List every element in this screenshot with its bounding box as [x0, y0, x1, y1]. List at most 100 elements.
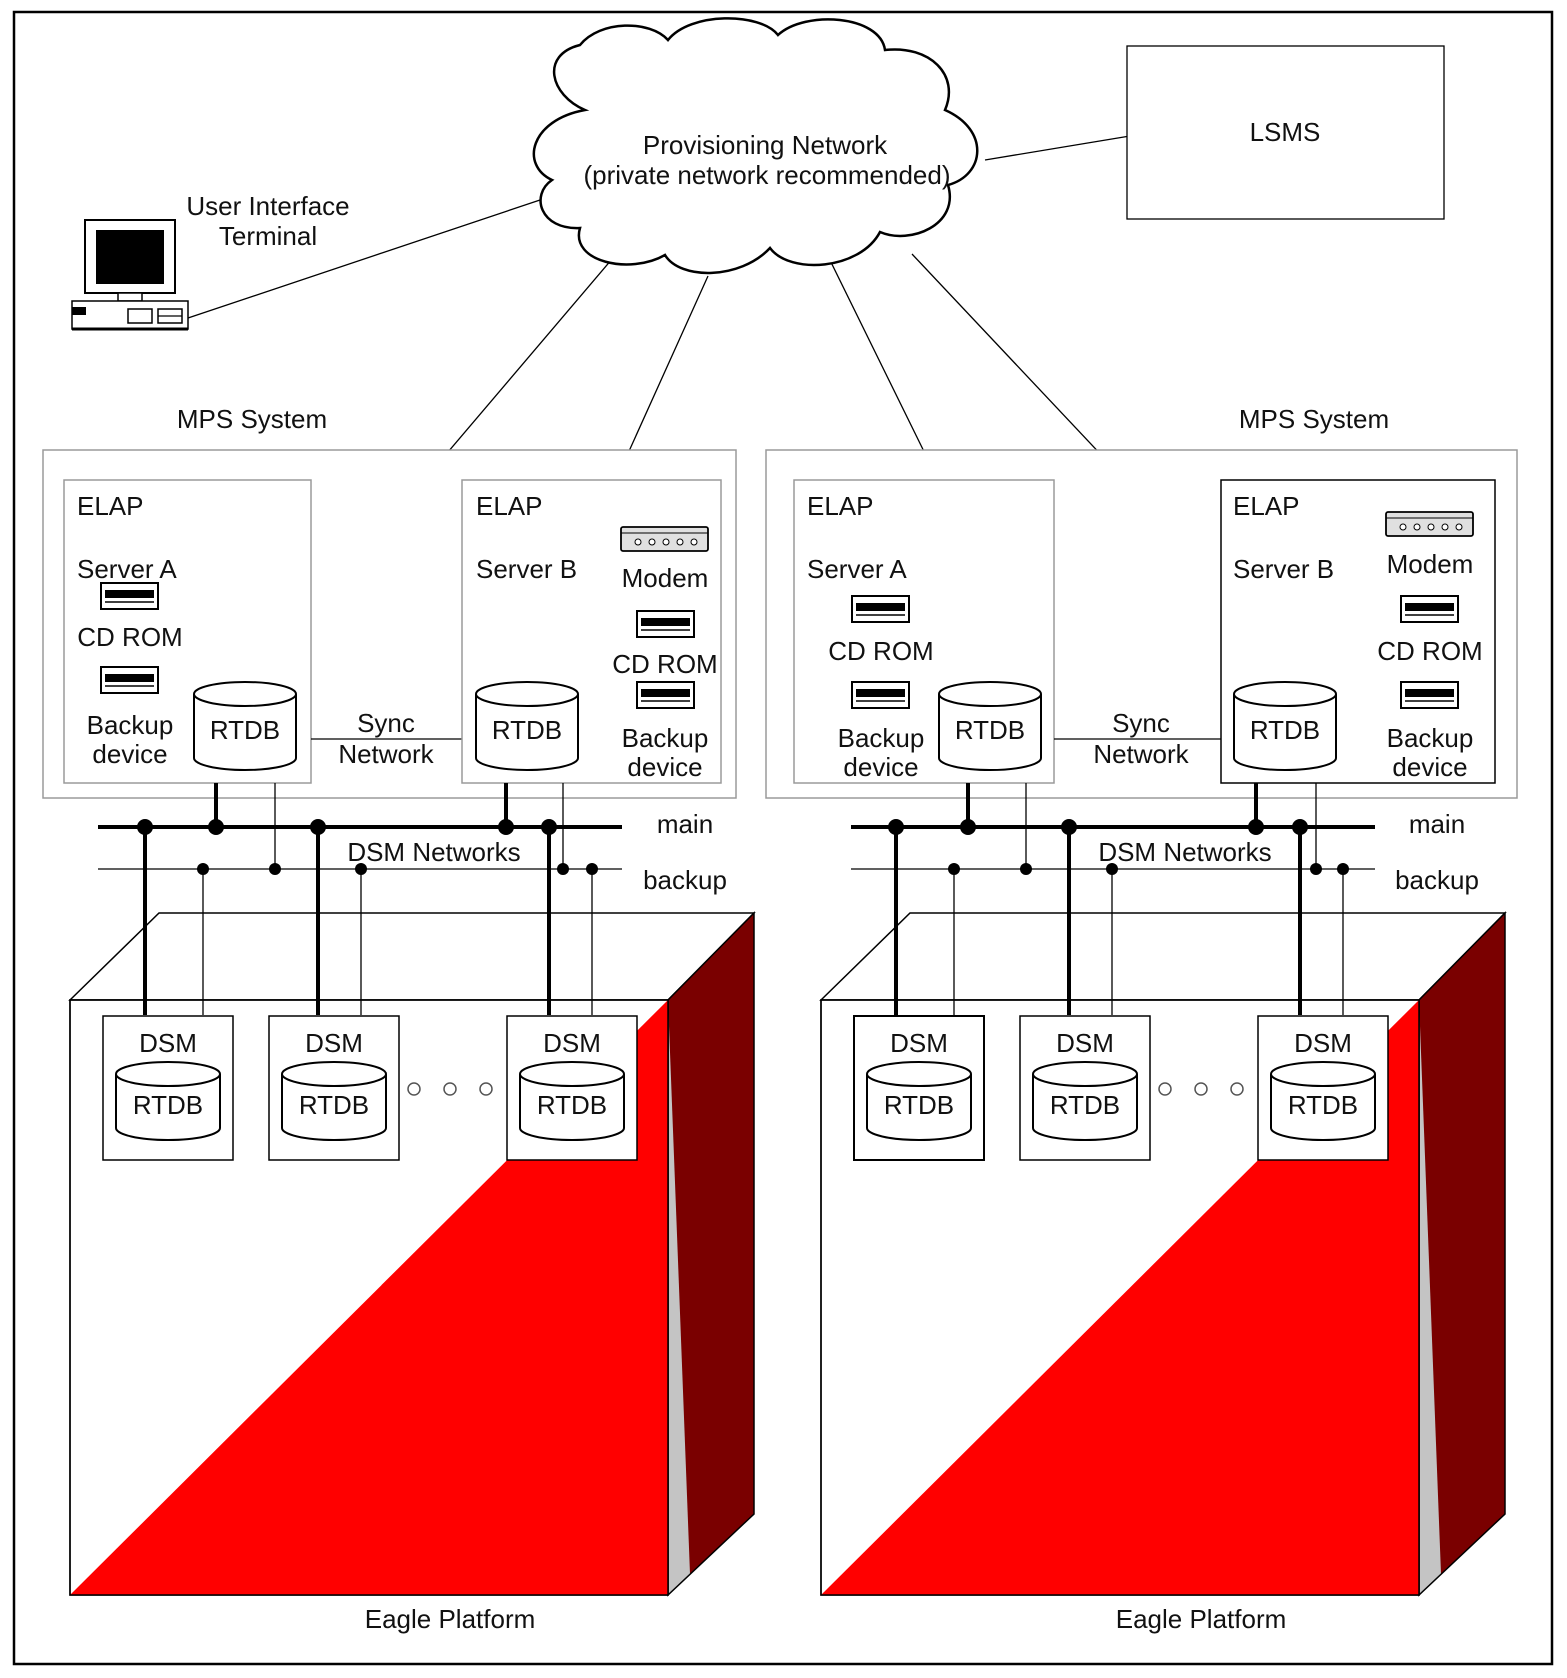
dsm-card-rtdb: RTDB — [299, 1090, 369, 1120]
server-b-cdrom-label: CD ROM — [612, 649, 717, 679]
junction-dot — [197, 863, 209, 875]
junction-dot — [1248, 819, 1264, 835]
terminal-label-line2: Terminal — [219, 221, 317, 251]
server-b-backup-line1: Backup — [1387, 723, 1474, 753]
server-b-modem-icon — [620, 526, 709, 552]
dsm-card: DSM RTDB — [506, 1015, 638, 1161]
junction-dot — [498, 819, 514, 835]
server-a-cdrom-label: CD ROM — [828, 636, 933, 666]
server-a-cdrom-drive-icon — [100, 666, 159, 694]
link-cloud-right-server-a — [823, 247, 939, 481]
server-b-rtdb-label: RTDB — [492, 715, 562, 745]
dsm-card-title: DSM — [1294, 1028, 1352, 1058]
dsm-card: DSM RTDB — [853, 1015, 985, 1161]
link-terminal-cloud — [187, 195, 553, 319]
server-a-elap-label: ELAP — [807, 491, 874, 521]
mps-system-right: MPS System ELAP Server A CD ROM Backup d… — [765, 404, 1518, 1634]
junction-dot — [1310, 863, 1322, 875]
dsm-card-rtdb: RTDB — [1050, 1090, 1120, 1120]
server-b-name: Server B — [476, 554, 577, 584]
server-a-backup-line1: Backup — [87, 710, 174, 740]
link-cloud-lsms — [984, 133, 1143, 161]
dsm-card-rtdb: RTDB — [884, 1090, 954, 1120]
lsms-label: LSMS — [1250, 117, 1321, 147]
mps-system-label: MPS System — [177, 404, 327, 434]
server-b-drive-icon — [1400, 595, 1459, 623]
server-b-elap-label: ELAP — [1233, 491, 1300, 521]
server-b-modem-icon — [1385, 511, 1474, 537]
dsm-networks-label: DSM Networks — [347, 837, 520, 867]
sync-label-line1: Sync — [357, 708, 415, 738]
server-b-cdrom-drive-icon — [636, 681, 695, 709]
eagle-platform-label: Eagle Platform — [1116, 1604, 1287, 1634]
server-b-backup-line1: Backup — [622, 723, 709, 753]
dsm-networks: DSM Networks main backup — [98, 783, 727, 895]
server-b-rtdb-label: RTDB — [1250, 715, 1320, 745]
junction-dot — [541, 819, 557, 835]
mps-system-label: MPS System — [1239, 404, 1389, 434]
mps-system-left: MPS System ELAP Server A CD ROM Backup d… — [42, 404, 756, 1634]
outer-frame — [12, 10, 1554, 1666]
dsm-networks: DSM Networks main backup — [851, 783, 1479, 895]
junction-dot — [137, 819, 153, 835]
server-b-cdrom-label: CD ROM — [1377, 636, 1482, 666]
sync-label-line2: Network — [338, 739, 434, 769]
sync-label-line2: Network — [1093, 739, 1189, 769]
dsm-card-title: DSM — [543, 1028, 601, 1058]
junction-dot — [586, 863, 598, 875]
platform-top-face — [819, 912, 1507, 1001]
server-b-rtdb-database-icon: RTDB — [1233, 681, 1337, 771]
computer-icon — [71, 219, 189, 331]
server-b-rtdb-database-icon: RTDB — [475, 681, 579, 771]
backup-label: backup — [643, 865, 727, 895]
dsm-card: DSM RTDB — [1019, 1015, 1151, 1161]
elap-server-b: ELAP Server B Modem CD ROM — [1220, 479, 1496, 784]
ellipsis-dots — [407, 1082, 493, 1096]
cloud-subtitle: (private network recommended) — [583, 160, 950, 190]
backup-label: backup — [1395, 865, 1479, 895]
dsm-card-rtdb: RTDB — [537, 1090, 607, 1120]
server-b-cdrom-drive-icon — [1400, 681, 1459, 709]
junction-dot — [1292, 819, 1308, 835]
server-a-cdrom-label: CD ROM — [77, 622, 182, 652]
server-a-drive-icon — [100, 582, 159, 610]
junction-dot — [1337, 863, 1349, 875]
junction-dot — [1020, 863, 1032, 875]
server-a-cdrom-drive-icon — [851, 681, 910, 709]
dsm-card-rtdb: RTDB — [133, 1090, 203, 1120]
dsm-card: DSM RTDB — [1257, 1015, 1389, 1161]
junction-dot — [355, 863, 367, 875]
server-b-backup-line2: device — [1392, 752, 1467, 782]
lsms-box: LSMS — [1126, 45, 1445, 220]
server-a-name: Server A — [77, 554, 177, 584]
server-b-elap-label: ELAP — [476, 491, 543, 521]
server-b-name: Server B — [1233, 554, 1334, 584]
dsm-card-title: DSM — [890, 1028, 948, 1058]
dsm-card-title: DSM — [139, 1028, 197, 1058]
junction-dot — [557, 863, 569, 875]
cloud-title: Provisioning Network — [643, 130, 888, 160]
eagle-platform-label: Eagle Platform — [365, 1604, 536, 1634]
cloud-shape — [532, 17, 979, 275]
elap-server-b: ELAP Server B Modem CD ROM — [461, 479, 722, 784]
provisioning-network-cloud: Provisioning Network (private network re… — [532, 17, 979, 275]
terminal-label-line1: User Interface — [186, 191, 349, 221]
server-b-drive-icon — [636, 610, 695, 638]
server-a-rtdb-label: RTDB — [210, 715, 280, 745]
dsm-card-title: DSM — [305, 1028, 363, 1058]
server-a-drive-icon — [851, 595, 910, 623]
eagle-platform: Eagle Platform — [68, 911, 756, 1634]
ellipsis-dots — [1158, 1082, 1244, 1096]
main-label: main — [1409, 809, 1465, 839]
user-interface-terminal: User Interface Terminal — [71, 191, 350, 331]
platform-front-outline — [820, 999, 1420, 1596]
dsm-networks-label: DSM Networks — [1098, 837, 1271, 867]
server-b-modem-label: Modem — [622, 563, 709, 593]
lsms-rect — [1126, 45, 1445, 220]
junction-dot — [269, 863, 281, 875]
platform-side-face-dark — [668, 913, 754, 1574]
server-b-modem-label: Modem — [1387, 549, 1474, 579]
server-a-rtdb-label: RTDB — [955, 715, 1025, 745]
server-a-name: Server A — [807, 554, 907, 584]
